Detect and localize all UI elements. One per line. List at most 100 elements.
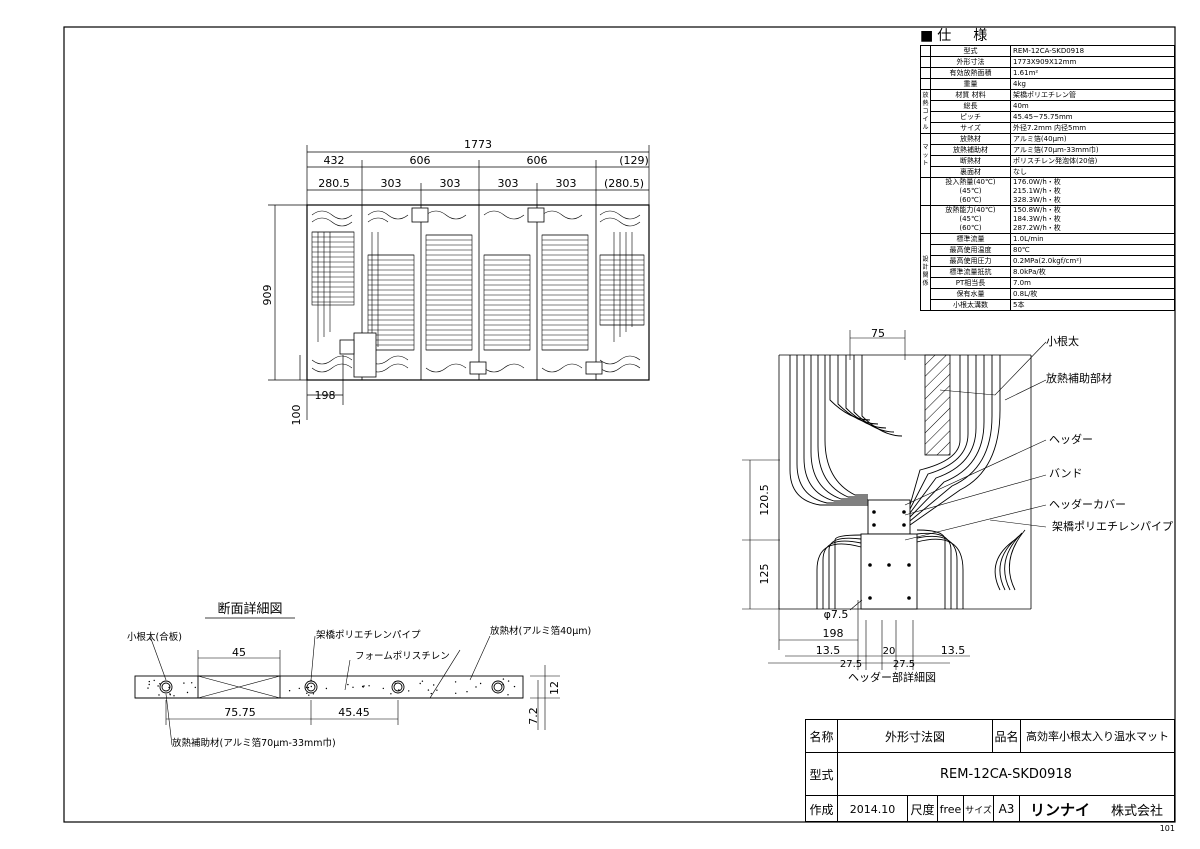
spec-key: 最高使用温度 <box>930 244 1011 256</box>
spec-key: 重量 <box>930 78 1011 90</box>
section-caption: 断面詳細図 <box>217 601 282 617</box>
spec-key: 放熱補助材 <box>930 144 1011 156</box>
plan-subsegment: 303 <box>556 177 577 190</box>
spec-group-label: 設計関係 <box>920 233 931 311</box>
spec-key: 小根太溝数 <box>930 299 1011 311</box>
tb-company-logo: リンナイ <box>1029 800 1090 819</box>
spec-group-label: マット <box>920 133 931 178</box>
hd-dim-h2: 125 <box>758 564 771 585</box>
spec-value: 45.45~75.75mm <box>1010 111 1175 123</box>
section-label-foam: フォームポリスチレン <box>355 651 450 662</box>
tb-name-label: 名称 <box>806 720 838 753</box>
plan-subsegment: 303 <box>381 177 402 190</box>
joist-hatched <box>924 354 951 456</box>
spec-value: アルミ箔(40μm) <box>1010 133 1175 145</box>
plan-subsegment: 280.5 <box>318 177 350 190</box>
tb-made-label: 作成 <box>806 796 838 822</box>
hd-dim-h1: 120.5 <box>758 484 771 516</box>
spec-value: 176.0W/h・枚 215.1W/h・枚 328.3W/h・枚 <box>1010 177 1175 206</box>
hd-dim-a: 13.5 <box>816 644 841 657</box>
spec-value: REM-12CA-SKD0918 <box>1010 45 1175 57</box>
hd-dim-top: 75 <box>871 327 885 340</box>
spec-value: 40m <box>1010 100 1175 112</box>
plan-segment: 606 <box>527 154 548 167</box>
hd-label: ヘッダーカバー <box>1049 497 1126 511</box>
plan-subsegment: 303 <box>498 177 519 190</box>
plan-offset-y: 100 <box>290 405 303 426</box>
hd-label: 架橋ポリエチレンパイプ <box>1052 519 1173 533</box>
sheet-number: 101 <box>1160 824 1175 833</box>
tb-size-label: サイズ <box>964 796 994 822</box>
plan-view: 1773 432 606 606 (129) 280.5 303 303 303… <box>261 138 650 426</box>
title-block: 名称 外形寸法図 品名 高効率小根太入り温水マット 型式 REM-12CA-SK… <box>805 719 1175 822</box>
plan-overall-width: 1773 <box>464 138 492 151</box>
section-label-joist: 小根太(合板) <box>127 631 182 643</box>
section-dim-pitch1: 75.75 <box>224 706 256 719</box>
spec-value: 7.0m <box>1010 277 1175 289</box>
tb-scale: free <box>938 796 964 822</box>
spec-value: 80℃ <box>1010 244 1175 256</box>
spec-row: 放熱補助材アルミ箔(70μm-33mm巾) <box>921 144 1175 156</box>
hd-dim-d: 27.5 <box>893 659 915 670</box>
section-dim-12: 12 <box>548 681 561 695</box>
tb-scale-label: 尺度 <box>908 796 938 822</box>
spec-group-label: 放熱コイル <box>920 89 931 134</box>
spec-key: 裏面材 <box>930 166 1011 178</box>
section-detail-view: 断面詳細図 <box>127 601 591 749</box>
spec-value: アルミ箔(70μm-33mm巾) <box>1010 144 1175 156</box>
spec-value: 0.2MPa(2.0kgf/cm²) <box>1010 255 1175 267</box>
hd-dim-e: 13.5 <box>941 644 966 657</box>
plan-segment: 432 <box>324 154 345 167</box>
hd-label: ヘッダー <box>1049 432 1093 446</box>
tb-size: A3 <box>994 796 1020 822</box>
spec-key: 材質 材料 <box>930 89 1011 101</box>
spec-value: 1773X909X12mm <box>1010 56 1175 68</box>
header-detail-view: 75 120.5 125 φ7.5 198 13.5 27.5 20 27.5 … <box>742 327 1173 684</box>
tb-name: 外形寸法図 <box>838 720 993 753</box>
plan-subsegment: 303 <box>440 177 461 190</box>
hd-dim-phi: φ7.5 <box>824 608 849 621</box>
spec-row: 放熱コイル材質 材料架橋ポリエチレン管 <box>920 89 1175 134</box>
spec-key: 放熱材 <box>930 133 1011 145</box>
spec-value: 外径7.2mm 内径5mm <box>1010 122 1175 134</box>
spec-row: 投入熱量(40℃) (45℃) (60℃)176.0W/h・枚 215.1W/h… <box>920 177 1175 206</box>
section-slab <box>134 675 524 699</box>
hd-dim-c: 20 <box>883 646 896 657</box>
section-label-radiator: 放熱材(アルミ箔40μm) <box>490 625 591 637</box>
coil-blocks <box>311 231 645 351</box>
spec-heading: ■仕 様 <box>920 28 992 44</box>
spec-row: 放熱能力(40℃) (45℃) (60℃)150.8W/h・枚 184.3W/h… <box>920 205 1175 234</box>
pipe-bundle <box>789 355 1026 609</box>
tb-model: REM-12CA-SKD0918 <box>838 753 1174 796</box>
spec-key: 保有水量 <box>930 288 1011 300</box>
spec-key: PT相当長 <box>930 277 1011 289</box>
spec-key: 投入熱量(40℃) (45℃) (60℃) <box>930 177 1011 206</box>
spec-key: 標準流量抵抗 <box>930 266 1011 278</box>
spec-key: 総長 <box>930 100 1011 112</box>
plan-segment: (129) <box>619 154 649 167</box>
spec-value: 4kg <box>1010 78 1175 90</box>
tb-company: 株式会社 <box>1110 803 1163 819</box>
spec-key: 放熱能力(40℃) (45℃) (60℃) <box>930 205 1011 234</box>
spec-row: 裏面材なし <box>921 166 1175 178</box>
spec-key: サイズ <box>930 122 1011 134</box>
spec-row: 断熱材ポリスチレン発泡体(20倍) <box>921 155 1175 167</box>
section-label-pipe: 架橋ポリエチレンパイプ <box>316 629 421 641</box>
plan-height: 909 <box>261 285 274 306</box>
spec-row: サイズ外径7.2mm 内径5mm <box>921 122 1175 134</box>
spec-key: 標準流量 <box>930 233 1011 245</box>
spec-key: 最高使用圧力 <box>930 255 1011 267</box>
spec-value: 150.8W/h・枚 184.3W/h・枚 287.2W/h・枚 <box>1010 205 1175 234</box>
